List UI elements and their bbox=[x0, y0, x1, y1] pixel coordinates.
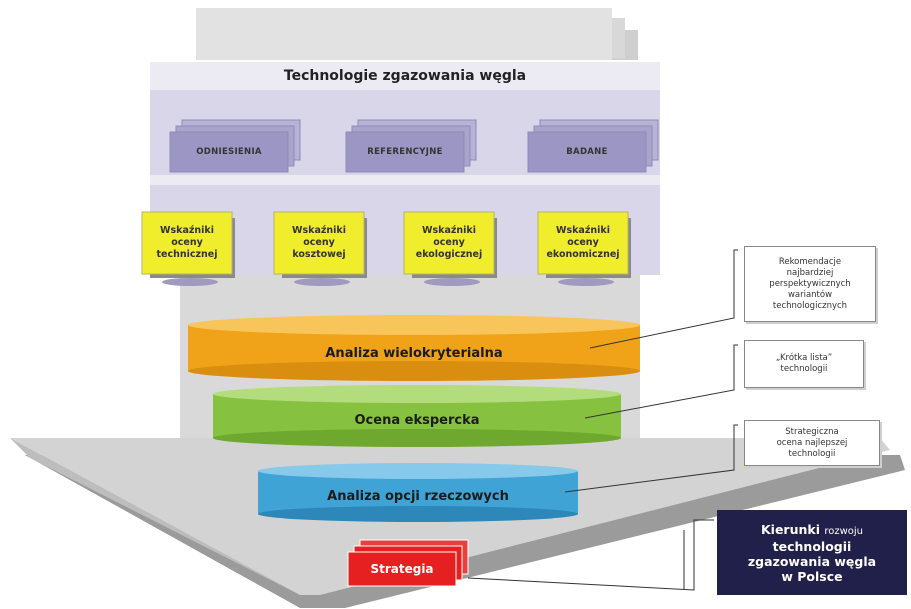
cylinder-analiza-wielokryterialna bbox=[188, 315, 640, 381]
document-stack-referencyjne bbox=[345, 119, 477, 173]
indicator-label-techniczna: Wskaźniki oceny technicznej bbox=[156, 225, 218, 260]
strategy-label: Strategia bbox=[370, 562, 434, 576]
indicator-box-techniczna bbox=[141, 211, 235, 286]
indicator-label-kosztowa: Wskaźniki oceny kosztowej bbox=[292, 225, 346, 260]
document-stack-badane bbox=[527, 119, 659, 173]
diagram-title: Technologie zgazowania węgla bbox=[283, 68, 527, 84]
connector-lines bbox=[467, 249, 738, 591]
cylinder-ocena-ekspercka bbox=[213, 385, 621, 447]
background-sheets bbox=[196, 8, 638, 60]
document-label-odniesienia: ODNIESIENIA bbox=[196, 147, 262, 157]
indicator-box-ekologiczna bbox=[403, 211, 497, 286]
indicator-label-ekonomiczna: Wskaźniki oceny ekonomicznej bbox=[546, 225, 620, 260]
indicator-label-ekologiczna: Wskaźniki oceny ekologicznej bbox=[415, 225, 483, 260]
note-krotka-lista: „Krótka lista” technologii bbox=[744, 340, 864, 388]
result-line-3: zgazowania węgla bbox=[747, 553, 877, 569]
stage-label-analiza-opcji: Analiza opcji rzeczowych bbox=[327, 489, 509, 504]
result-line1-bold: Kierunki bbox=[760, 521, 820, 537]
document-label-badane: BADANE bbox=[566, 147, 608, 157]
result-line-4: w Polsce bbox=[781, 568, 843, 584]
document-label-referencyjne: REFERENCYJNE bbox=[367, 147, 443, 157]
document-stack-odniesienia bbox=[169, 119, 301, 173]
result-line-1: Kierunki rozwoju bbox=[761, 522, 863, 539]
result-line1-light: rozwoju bbox=[824, 525, 864, 537]
result-box: Kierunki rozwoju technologii zgazowania … bbox=[717, 510, 907, 595]
indicator-box-ekonomiczna bbox=[537, 211, 631, 286]
result-line-2: technologii bbox=[772, 538, 852, 554]
indicator-box-kosztowa bbox=[273, 211, 367, 286]
strategy-stack bbox=[347, 539, 469, 587]
stage-label-analiza-wielokryterialna: Analiza wielokryterialna bbox=[325, 345, 503, 361]
note-rekomendacje: Rekomendacje najbardziej perspektywiczny… bbox=[744, 246, 876, 322]
note-strategiczna-ocena: Strategiczna ocena najlepszej technologi… bbox=[744, 420, 880, 466]
cylinder-analiza-opcji bbox=[258, 463, 578, 522]
stage-label-ocena-ekspercka: Ocena ekspercka bbox=[354, 413, 480, 428]
